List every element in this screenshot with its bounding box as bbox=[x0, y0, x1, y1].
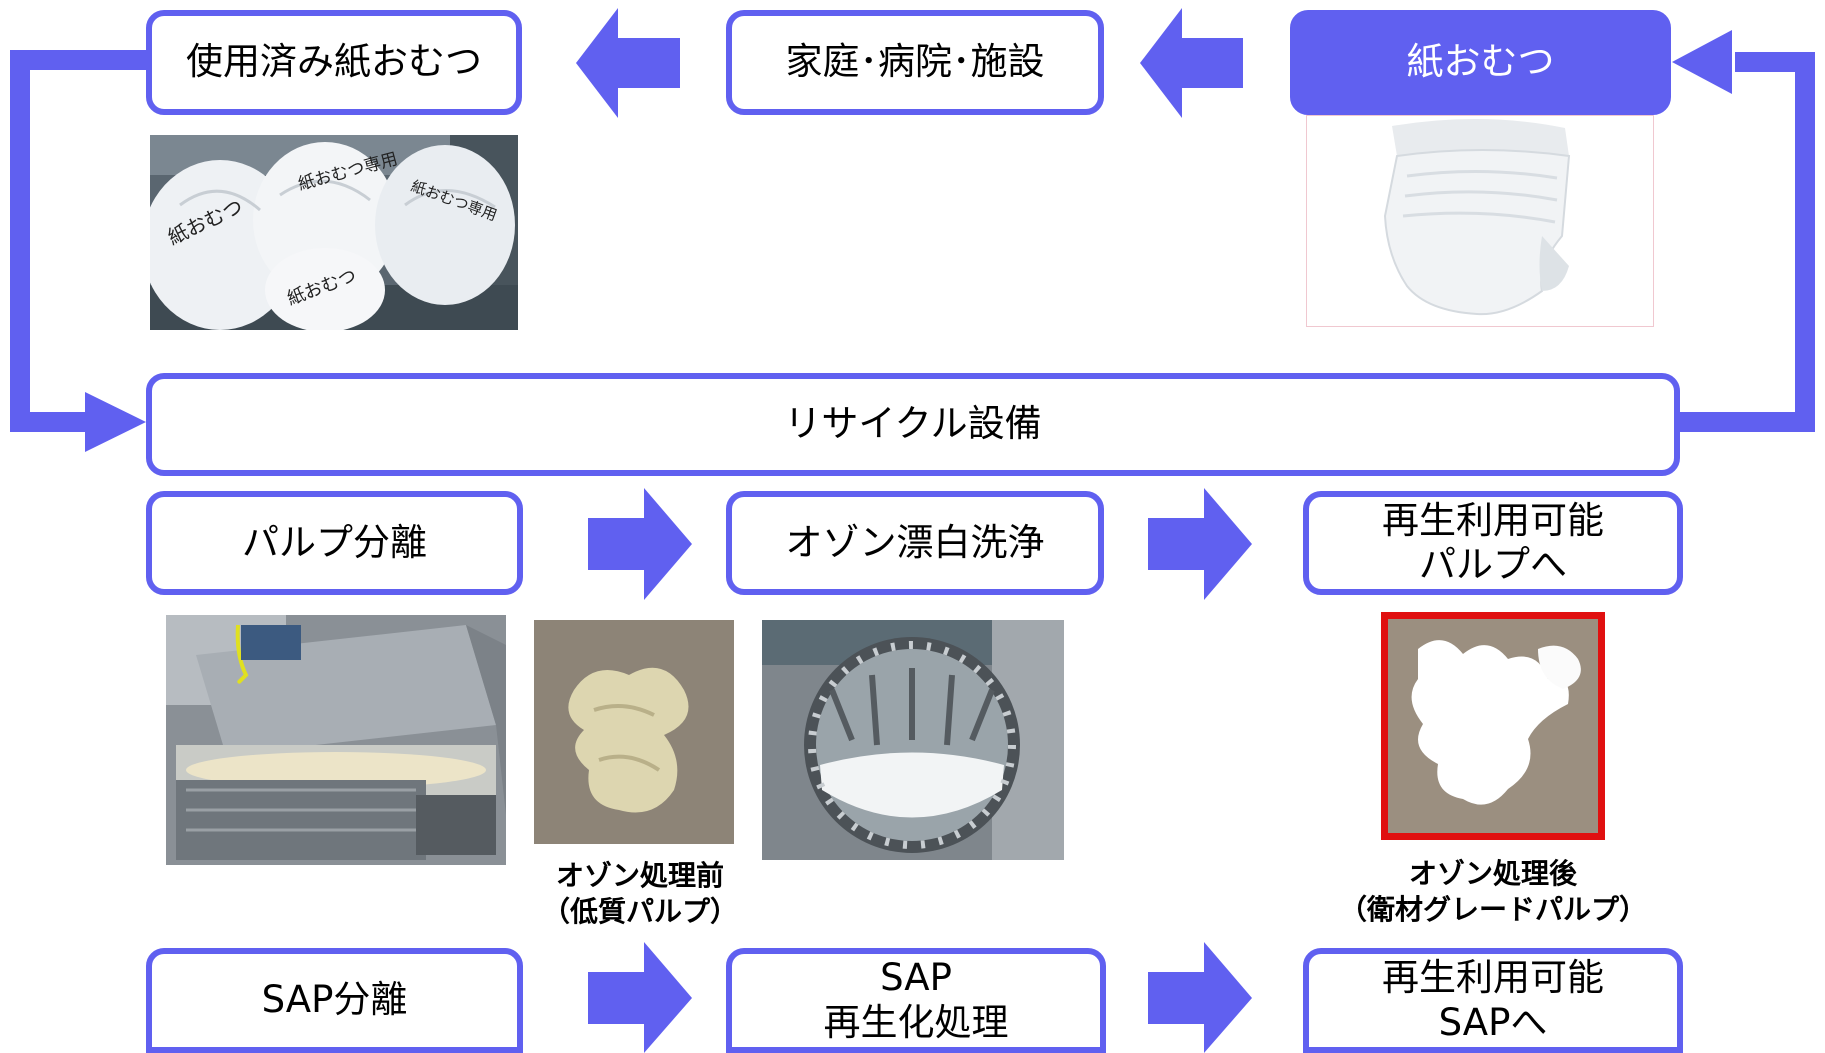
homes-hospitals-box: 家庭･病院･施設 bbox=[726, 10, 1104, 115]
recyclable-sap-box: 再生利用可能 SAPへ bbox=[1303, 948, 1683, 1053]
sap-regeneration-box: SAP 再生化処理 bbox=[726, 948, 1106, 1053]
arrow-right-icon bbox=[588, 942, 692, 1053]
used-diapers-box: 使用済み紙おむつ bbox=[146, 10, 522, 115]
pulp-separation-label: パルプ分離 bbox=[242, 520, 427, 564]
arrow-right-icon bbox=[1148, 488, 1252, 600]
recycling-facility-label: リサイクル設備 bbox=[784, 402, 1042, 446]
paper-diapers-label: 紙おむつ bbox=[1406, 40, 1555, 84]
pulp-separator-machine-photo bbox=[166, 615, 506, 865]
caption-before-line1: オゾン処理前 bbox=[555, 859, 724, 892]
loop-line-right bbox=[1678, 52, 1815, 432]
caption-after-line1: オゾン処理後 bbox=[1408, 857, 1577, 890]
pulp-before-ozone-photo bbox=[534, 620, 734, 844]
ozone-bleach-box: オゾン漂白洗浄 bbox=[726, 491, 1104, 595]
recycling-facility-box: リサイクル設備 bbox=[146, 373, 1680, 476]
arrow-right-icon bbox=[588, 488, 692, 600]
loop-arrowhead-left bbox=[85, 392, 146, 452]
pulp-separation-box: パルプ分離 bbox=[146, 491, 523, 595]
recyclable-pulp-line1: 再生利用可能 bbox=[1382, 498, 1604, 542]
sap-separation-box: SAP分離 bbox=[146, 948, 523, 1053]
caption-after-ozone: オゾン処理後 （衛材グレードパルプ） bbox=[1318, 856, 1668, 929]
paper-diapers-box: 紙おむつ bbox=[1290, 10, 1671, 115]
loop-arrowhead-right bbox=[1672, 30, 1732, 94]
caption-before-line2: （低質パルプ） bbox=[541, 895, 738, 929]
recyclable-sap-line2: SAPへ bbox=[1438, 1000, 1548, 1044]
caption-after-line2: （衛材グレードパルプ） bbox=[1338, 893, 1647, 927]
sap-separation-label: SAP分離 bbox=[261, 978, 408, 1022]
pulp-after-ozone-photo bbox=[1381, 612, 1605, 840]
ozone-bleach-label: オゾン漂白洗浄 bbox=[785, 520, 1045, 564]
caption-before-ozone: オゾン処理前 （低質パルプ） bbox=[520, 858, 760, 931]
diaper-product-photo bbox=[1306, 115, 1654, 327]
recyclable-sap-line1: 再生利用可能 bbox=[1382, 956, 1604, 1000]
recyclable-pulp-line2: パルプへ bbox=[1419, 543, 1567, 586]
sap-regeneration-line2: 再生化処理 bbox=[823, 1000, 1009, 1044]
used-diaper-bags-photo: 紙おむつ専用 紙おむつ専用 紙おむつ 紙おむつ bbox=[150, 135, 518, 330]
arrow-right-icon bbox=[1148, 942, 1252, 1053]
loop-line-left bbox=[10, 50, 148, 432]
sap-regeneration-line1: SAP bbox=[880, 956, 952, 1000]
ozone-tank-photo bbox=[762, 620, 1064, 860]
arrow-left-icon bbox=[1140, 8, 1243, 118]
used-diapers-label: 使用済み紙おむつ bbox=[186, 40, 482, 84]
recyclable-pulp-box: 再生利用可能 パルプへ bbox=[1303, 491, 1683, 595]
arrow-left-icon bbox=[576, 8, 680, 118]
homes-hospitals-label: 家庭･病院･施設 bbox=[785, 40, 1045, 84]
